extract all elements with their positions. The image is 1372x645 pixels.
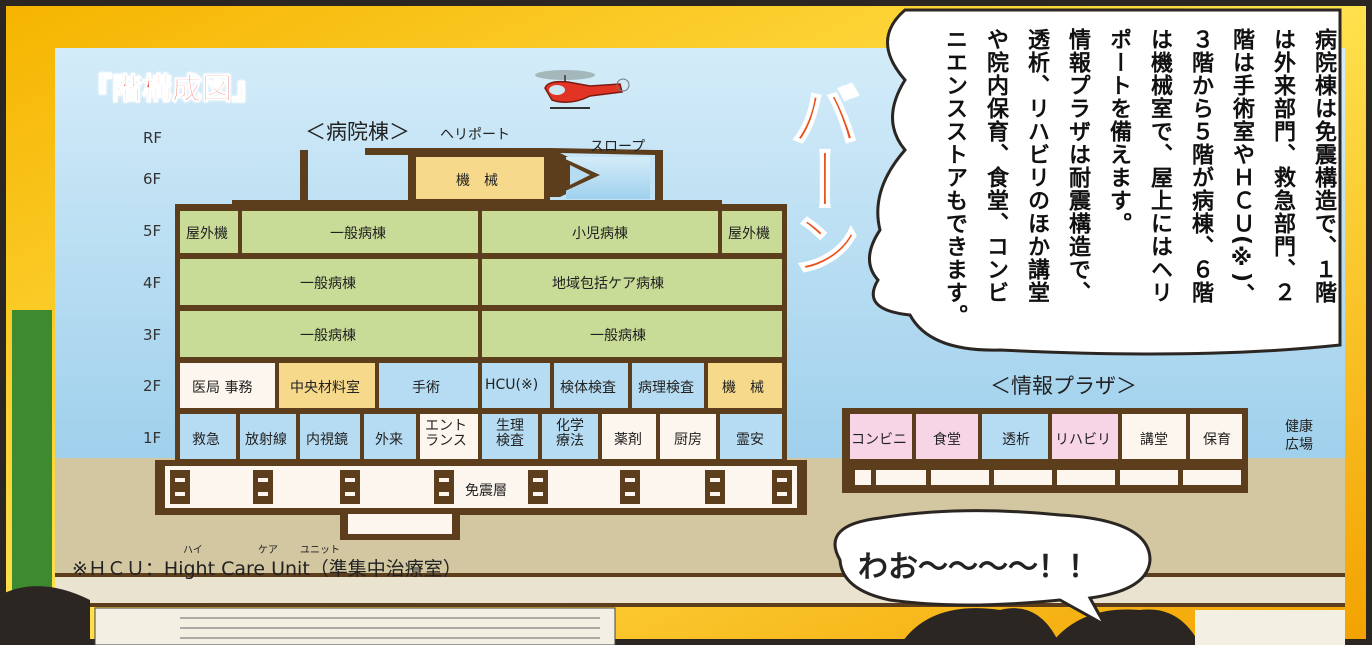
floor-label-4f: 4F bbox=[143, 274, 162, 292]
speech-line-4: ３階から５階が病棟、６階 bbox=[1188, 28, 1213, 304]
room-6f-machine: 機 械 bbox=[456, 173, 498, 189]
diagram-title: 『階構成図』 bbox=[82, 72, 263, 108]
room-1f-pharmacy: 薬剤 bbox=[614, 432, 642, 448]
room-1f-physiology-lab: 生理 検査 bbox=[496, 418, 524, 449]
speech-line-6: ポートを備えます。 bbox=[1106, 28, 1131, 235]
room-1f-radiology: 放射線 bbox=[245, 432, 287, 448]
room-2f-medical-office: 医局 事務 bbox=[192, 380, 253, 396]
helicopter-icon bbox=[535, 70, 630, 109]
speech-line-9: や院内保育、食堂、コンビ bbox=[983, 28, 1008, 304]
plaza-room-auditorium: 講堂 bbox=[1140, 432, 1168, 448]
speech-bubble bbox=[868, 8, 1342, 356]
room-2f-central-supply: 中央材料室 bbox=[290, 380, 360, 396]
floor-label-rf: RF bbox=[143, 129, 163, 147]
room-3f-general-ward-2: 一般病棟 bbox=[590, 328, 646, 344]
plaza-room-rehabilitation: リハビリ bbox=[1055, 432, 1111, 448]
speech-line-10: ニエンスストアもできます。 bbox=[942, 28, 967, 327]
room-1f-endoscopy: 内視鏡 bbox=[306, 432, 348, 448]
room-1f-outpatient: 外来 bbox=[375, 432, 403, 448]
floor-label-3f: 3F bbox=[143, 326, 162, 344]
room-4f-general-ward: 一般病棟 bbox=[300, 276, 356, 292]
room-1f-mortuary: 霊安 bbox=[736, 432, 764, 448]
room-4f-community-care-ward: 地域包括ケア病棟 bbox=[552, 276, 664, 292]
room-5f-pediatric-ward: 小児病棟 bbox=[572, 226, 628, 242]
health-plaza-label: 健康 広場 bbox=[1285, 419, 1313, 453]
room-2f-specimen-lab: 検体検査 bbox=[560, 380, 616, 396]
room-2f-machine: 機 械 bbox=[722, 380, 764, 396]
sound-effect-baan: バーン bbox=[778, 79, 862, 273]
room-1f-chemotherapy: 化学 療法 bbox=[556, 418, 584, 449]
room-3f-general-ward-1: 一般病棟 bbox=[300, 328, 356, 344]
room-5f-outdoor-unit-right: 屋外機 bbox=[728, 226, 770, 242]
room-1f-entrance: エント ランス bbox=[425, 418, 467, 449]
footnote-ruby-yunitto: ユニット bbox=[300, 545, 340, 556]
speech-line-3: 階は手術室やＨＣＵ(※)、 bbox=[1229, 28, 1254, 307]
room-2f-pathology-lab: 病理検査 bbox=[638, 380, 694, 396]
floor-label-5f: 5F bbox=[143, 222, 162, 240]
exclamation-text: わお〜〜〜〜！！ bbox=[858, 550, 1098, 585]
room-5f-general-ward: 一般病棟 bbox=[330, 226, 386, 242]
room-2f-surgery: 手術 bbox=[412, 380, 440, 396]
speech-line-2: は外来部門、救急部門、２ bbox=[1270, 28, 1295, 304]
room-fills bbox=[165, 157, 797, 534]
speech-line-7: 情報プラザは耐震構造で、 bbox=[1065, 28, 1090, 304]
room-1f-kitchen: 厨房 bbox=[674, 432, 702, 448]
plaza-room-childcare: 保育 bbox=[1203, 432, 1231, 448]
speech-line-5: は機械室で、屋上にはヘリ bbox=[1147, 28, 1172, 304]
slope-label: スロープ bbox=[590, 139, 646, 155]
footnote-ruby-hai: ハイ bbox=[183, 545, 203, 556]
footnote-ruby-kea: ケア bbox=[258, 545, 278, 556]
speech-line-8: 透析、リハビリのほか講堂 bbox=[1024, 28, 1049, 304]
heliport-label: ヘリポート bbox=[440, 127, 510, 143]
seismic-isolation-layer: 免震層 bbox=[465, 483, 507, 499]
green-pillar bbox=[12, 310, 52, 595]
room-5f-outdoor-unit-left: 屋外機 bbox=[186, 226, 228, 242]
speech-line-1: 病院棟は免震構造で、１階 bbox=[1311, 28, 1336, 304]
floor-label-2f: 2F bbox=[143, 377, 162, 395]
room-2f-hcu: HCU(※) bbox=[485, 377, 539, 393]
plaza-room-dialysis: 透析 bbox=[1002, 432, 1030, 448]
hospital-building-label: ＜病院棟＞ bbox=[305, 120, 410, 144]
footnote-hcu: ※ＨＣＵ：Hight Care Unit（準集中治療室） bbox=[72, 558, 462, 580]
room-1f-emergency: 救急 bbox=[192, 432, 220, 448]
exclamation-bubble bbox=[833, 509, 1152, 629]
floor-label-6f: 6F bbox=[143, 170, 162, 188]
info-plaza-label: ＜情報プラザ＞ bbox=[990, 374, 1137, 398]
plaza-room-cafeteria: 食堂 bbox=[933, 432, 961, 448]
info-plaza-building bbox=[842, 408, 1248, 493]
plaza-room-convenience-store: コンビニ bbox=[851, 432, 907, 448]
floor-label-1f: 1F bbox=[143, 429, 162, 447]
